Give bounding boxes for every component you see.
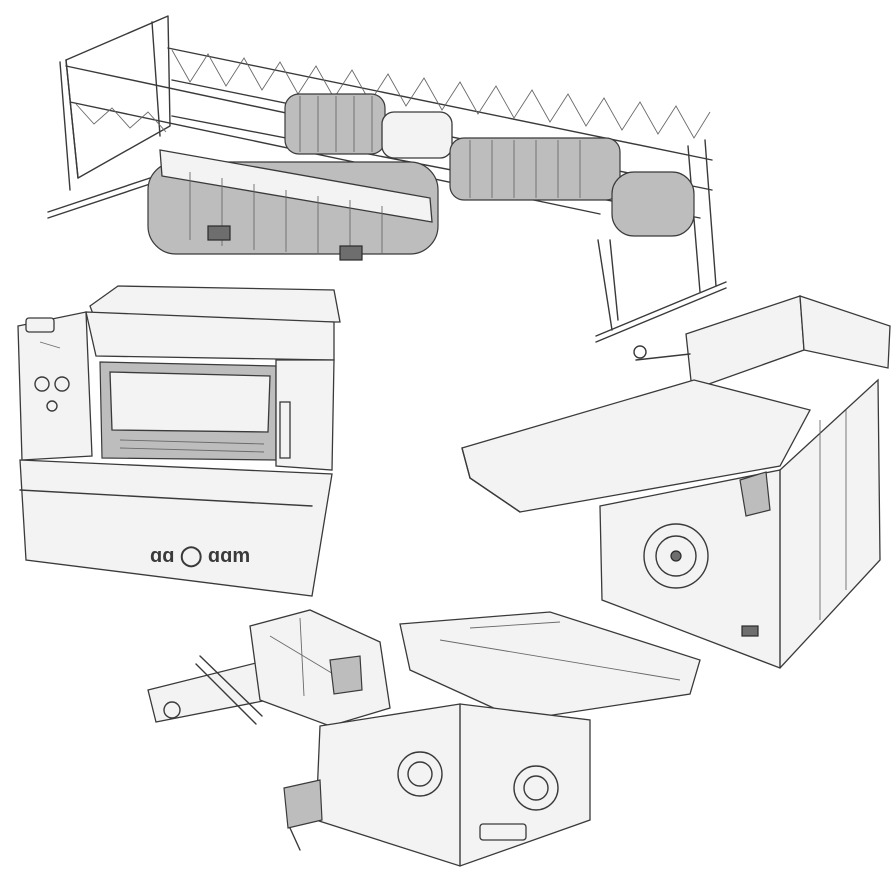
upper-roller-right: [449, 137, 695, 237]
upper-roller-center: [381, 111, 453, 159]
combination-machine: [147, 609, 701, 867]
planer-brand-mark: ɑɑ ◯ ɑɑm: [150, 545, 250, 568]
lower-roller: [147, 149, 439, 261]
roller-storage-rack: [47, 15, 727, 343]
upper-roller-left: [284, 93, 386, 155]
thickness-planer: ɑɑ ◯ ɑɑm: [17, 285, 341, 597]
surface-planer: [461, 295, 891, 669]
